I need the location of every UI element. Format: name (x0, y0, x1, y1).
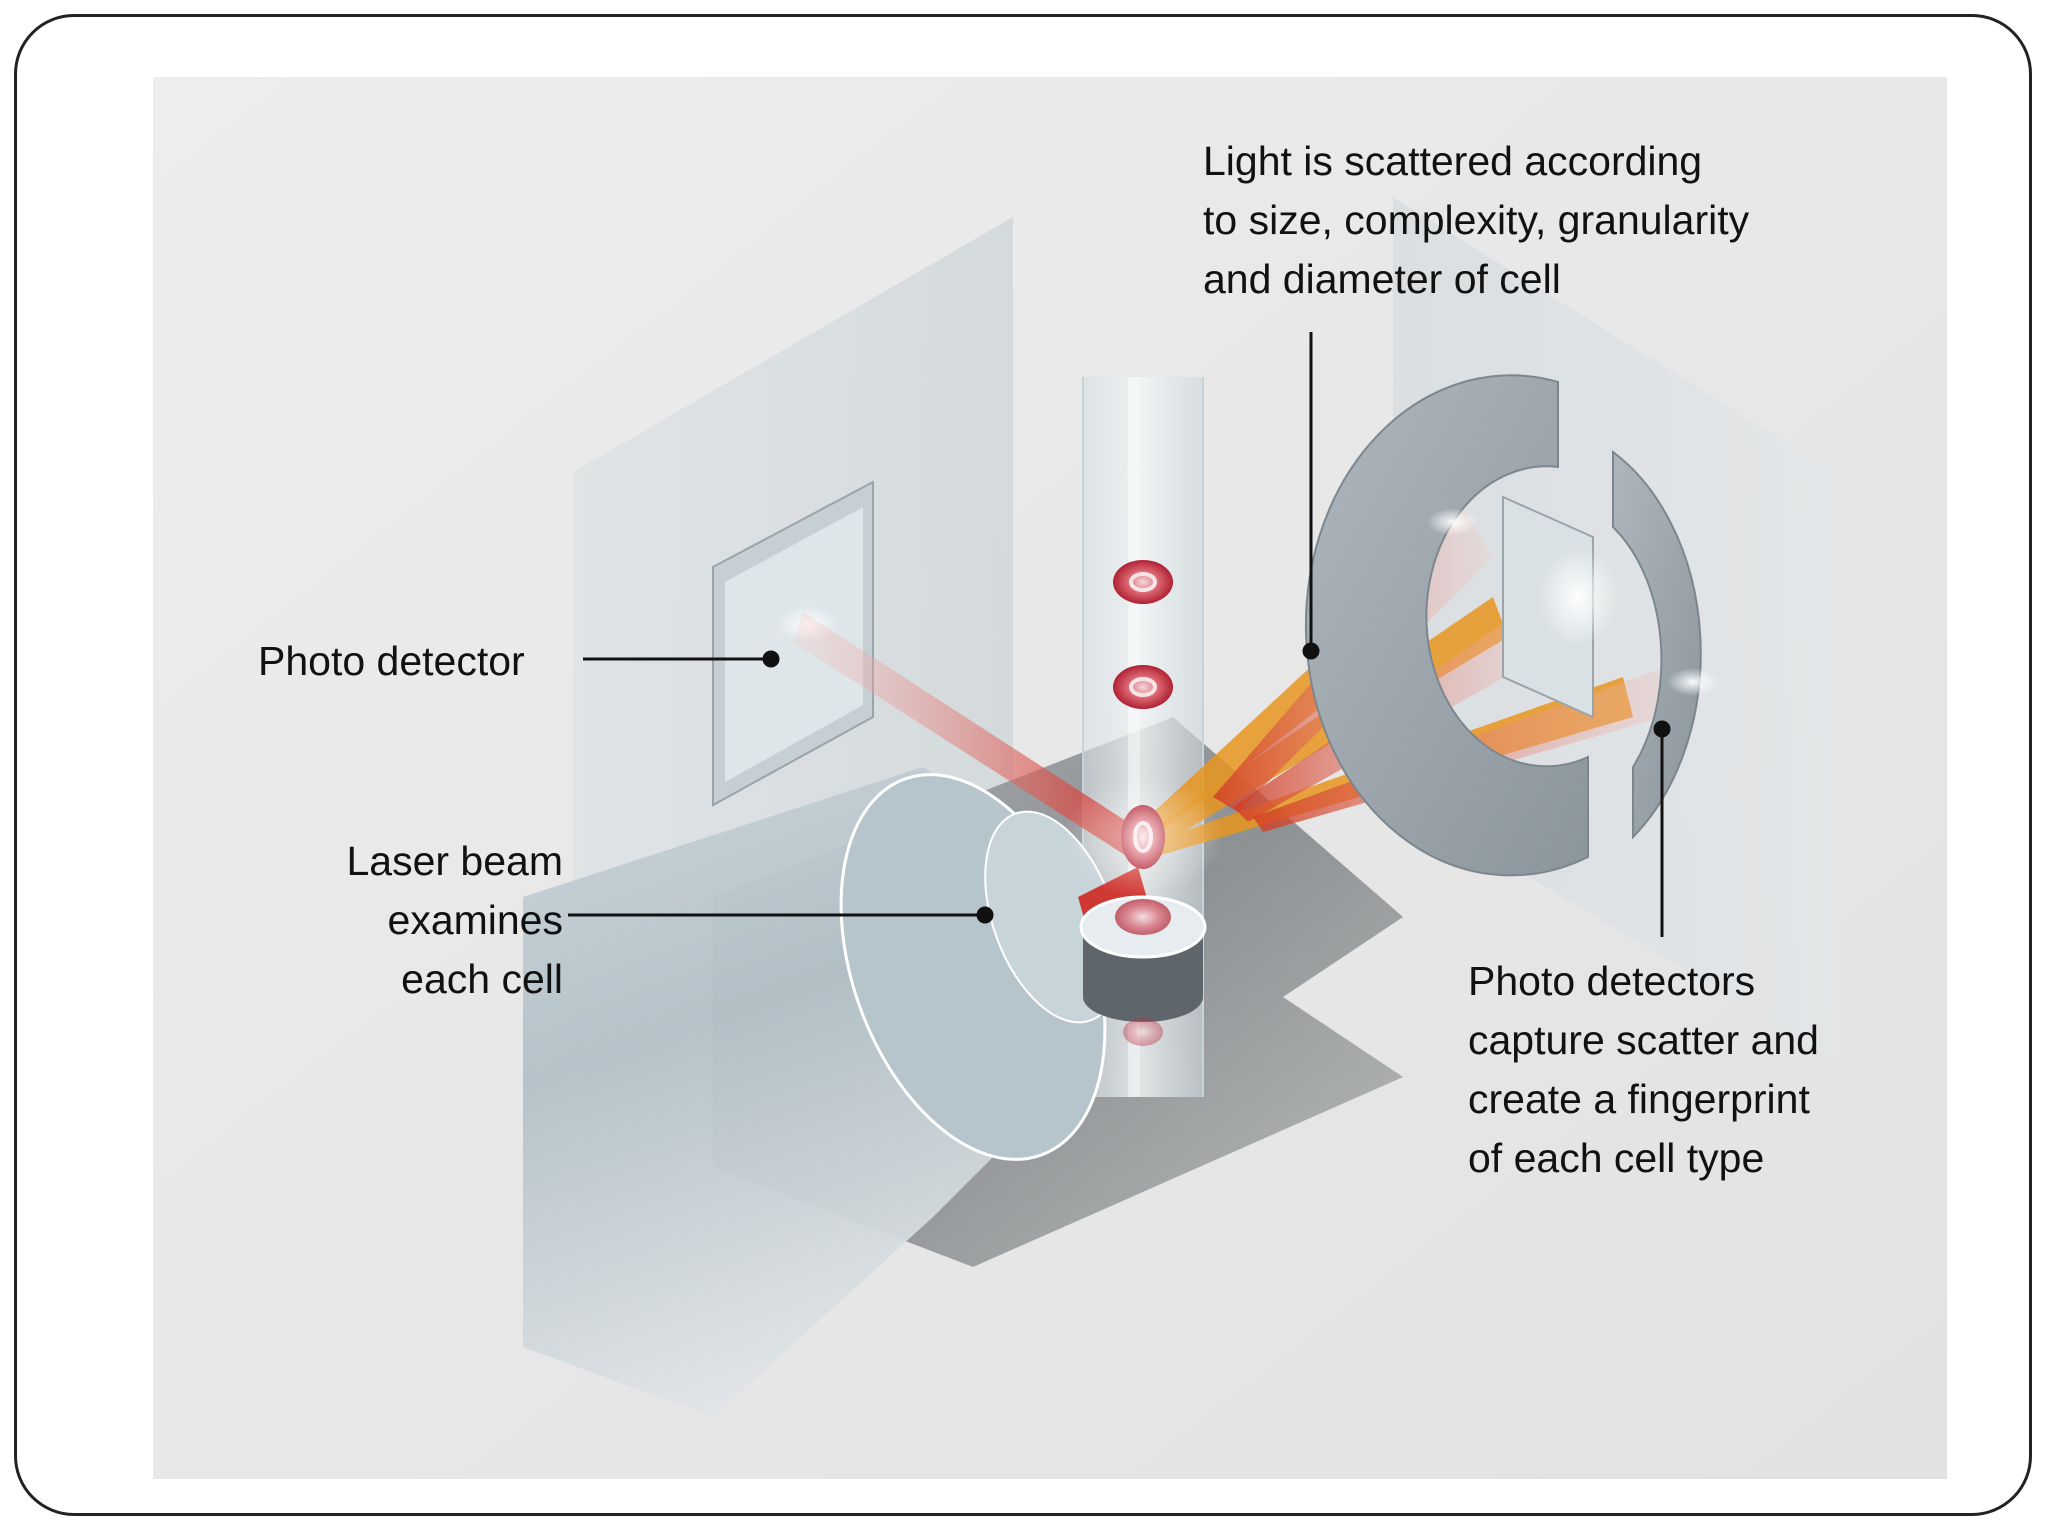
blood-cells (1063, 560, 1223, 1046)
flow-cytometry-illustration (153, 77, 1947, 1479)
leader-lines (568, 332, 1671, 937)
photo-detectors-capture-label: Photo detectors capture scatter and crea… (1468, 958, 1819, 1181)
laser-beam-label: Laser beam examines each cell (346, 838, 563, 1002)
slide-frame: Light is scattered according to size, co… (14, 14, 2032, 1516)
photo-detector-label: Photo detector (258, 638, 525, 684)
left-photo-detector (712, 480, 874, 807)
scatter-label: Light is scattered according to size, co… (1203, 138, 1750, 302)
right-photo-detectors (1305, 374, 1719, 877)
flow-cytometry-figure: Light is scattered according to size, co… (153, 77, 1947, 1479)
